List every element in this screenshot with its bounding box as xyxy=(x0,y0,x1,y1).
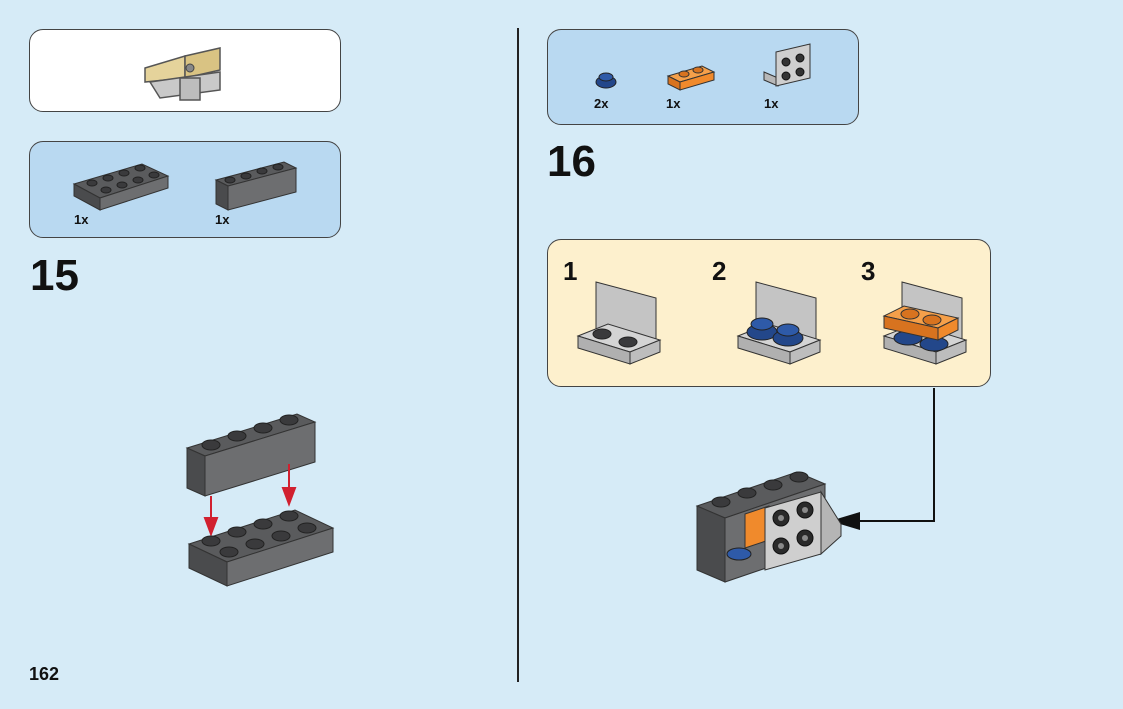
substep-3-number: 3 xyxy=(861,256,876,286)
substep-3-orange-plate-icon xyxy=(882,281,968,365)
step-15-build-illustration xyxy=(185,413,335,587)
column-divider xyxy=(517,28,519,682)
substep-1-number: 1 xyxy=(563,256,578,286)
orange-plate-icon xyxy=(666,65,716,91)
callout-arrow xyxy=(830,388,935,530)
step-15-parts-panel: 1x 1x xyxy=(29,141,341,238)
substep-2-blue-plates-icon xyxy=(736,281,822,365)
step-16-substeps-panel: 1 2 3 xyxy=(547,239,991,387)
substep-2-number: 2 xyxy=(712,256,727,286)
step-15-number: 15 xyxy=(30,251,79,300)
brick-2x4-icon xyxy=(72,163,170,211)
step-16-parts-panel: 2x 1x 1x xyxy=(547,29,859,125)
step-16-part-3-qty: 1x xyxy=(764,96,779,111)
step-16-build-illustration xyxy=(695,471,842,583)
subassembly-callout xyxy=(29,29,341,112)
gray-bracket-icon xyxy=(763,43,811,87)
page-number: 162 xyxy=(29,664,60,684)
step-16-part-2-qty: 1x xyxy=(666,96,681,111)
brick-1x4-icon xyxy=(214,161,298,211)
substep-1-bracket-icon xyxy=(576,281,662,365)
step-16-part-1-qty: 2x xyxy=(594,96,609,111)
tan-panel-assembly-icon xyxy=(144,47,221,101)
step-16-number: 16 xyxy=(547,137,596,186)
step-15-part-1-qty: 1x xyxy=(74,212,89,227)
blue-round-plate-icon xyxy=(595,72,617,89)
step-15-part-2-qty: 1x xyxy=(215,212,230,227)
